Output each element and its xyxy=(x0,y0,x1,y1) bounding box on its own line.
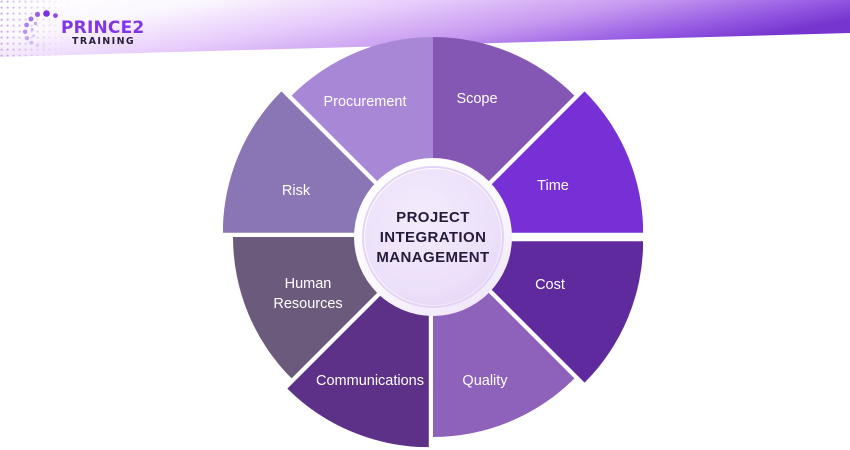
hub-title-line3: MANAGEMENT xyxy=(376,249,489,266)
project-management-wheel: Scope Time Cost Quality Communications H… xyxy=(223,37,643,448)
slice-label-procurement: Procurement xyxy=(323,94,406,110)
logo-tagline: TRAINING xyxy=(72,36,136,47)
hub-title-line2: INTEGRATION xyxy=(380,229,487,246)
slice-label-quality: Quality xyxy=(462,373,508,389)
hub-title-line1: PROJECT xyxy=(396,209,470,226)
slice-label-cost: Cost xyxy=(535,277,565,293)
logo-wordmark: PRINCE2 xyxy=(61,18,145,38)
slice-label-risk: Risk xyxy=(282,183,311,199)
brand-logo[interactable]: PRINCE2 TRAINING xyxy=(16,6,196,50)
wheel-hub: PROJECT INTEGRATION MANAGEMENT xyxy=(354,158,512,316)
spiral-dots-icon xyxy=(22,10,58,48)
slice-label-human-resources-line1: Human xyxy=(285,276,332,292)
hub-inner-border xyxy=(362,166,504,308)
slice-label-scope: Scope xyxy=(456,91,497,107)
slice-label-time: Time xyxy=(537,178,569,194)
slice-label-communications: Communications xyxy=(316,373,424,389)
hub-face xyxy=(365,169,501,305)
slice-label-human-resources-line2: Resources xyxy=(273,296,342,312)
slice-labels: Scope Time Cost Quality Communications H… xyxy=(273,91,569,389)
